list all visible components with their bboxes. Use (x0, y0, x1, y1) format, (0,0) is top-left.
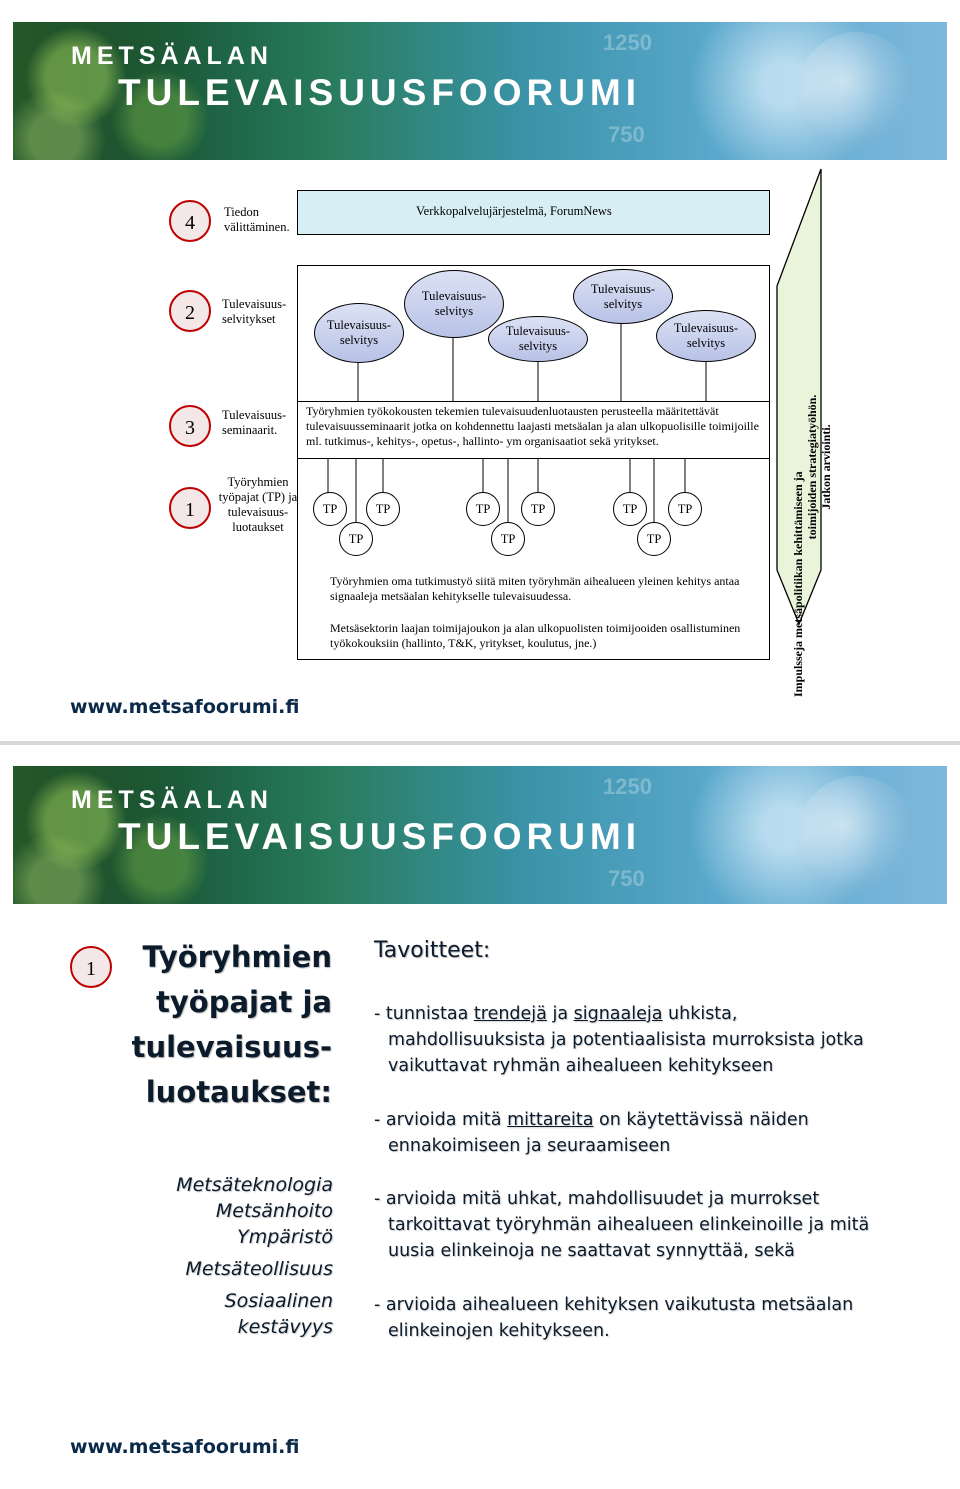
slide-title: Työryhmien työpajat ja tulevaisuus- luot… (90, 935, 332, 1115)
tp-circle: TP (668, 492, 702, 526)
step-number: 2 (169, 290, 211, 332)
ellipse-label: Tulevaisuus-selvitys (505, 324, 571, 353)
microscope-image (797, 776, 917, 896)
row-label: Tulevaisuus-seminaarit. (222, 408, 287, 437)
banner: 1250 750 METSÄALAN TULEVAISUUSFOORUMI (13, 766, 947, 904)
seminar-text: Työryhmien työkokousten tekemien tulevai… (306, 404, 759, 448)
theme-item: Metsäteollisuus (185, 1258, 333, 1280)
ellipse-label: Tulevaisuus-selvitys (673, 321, 739, 350)
leaves-image (13, 766, 223, 904)
goal-text: uhkista, (662, 1004, 738, 1024)
goal-text: on käytettävissä näiden (593, 1110, 809, 1130)
goal-dash: - (374, 1110, 386, 1130)
tp-circle: TP (637, 522, 671, 556)
tp-circle: TP (521, 492, 555, 526)
brand-line2: TULEVAISUUSFOORUMI (118, 72, 642, 113)
banner-number: 750 (608, 122, 645, 147)
banner-number: 1250 (603, 774, 652, 799)
goal-text: uusia elinkeinoja ne saattavat synnyttää… (388, 1241, 795, 1261)
arrow-text-line2: toimijoiden strategiatyöhön. (805, 394, 819, 540)
tp-circle: TP (313, 492, 347, 526)
diagram-box: Tulevaisuus-selvitys Tulevaisuus-selvity… (297, 265, 770, 660)
step-number: 1 (70, 946, 112, 988)
network-box-text: Verkkopalvelujärjestelmä, ForumNews (416, 204, 612, 218)
brand-line1: METSÄALAN (71, 786, 273, 814)
goal-dash: - (374, 1004, 386, 1024)
network-box: Verkkopalvelujärjestelmä, ForumNews (297, 190, 770, 235)
step-number: 1 (169, 487, 211, 529)
brand-line2: TULEVAISUUSFOORUMI (118, 816, 642, 857)
seminar-box: Työryhmien työkokousten tekemien tulevai… (298, 401, 770, 459)
goal-text: - arvioida mitä uhkat, mahdollisuudet ja… (374, 1189, 820, 1209)
theme-item: kestävyys (237, 1316, 333, 1338)
goal-2: - arvioida mitä mittareita on käytettävi… (374, 1107, 954, 1159)
goal-1: - tunnistaa trendejä ja signaaleja uhkis… (374, 1001, 954, 1079)
goal-text: tunnistaa (385, 1004, 474, 1024)
selvitys-ellipse: Tulevaisuus-selvitys (404, 270, 504, 338)
goal-text: mahdollisuuksista ja potentiaalisista mu… (388, 1030, 864, 1050)
selvitys-ellipse: Tulevaisuus-selvitys (314, 303, 404, 363)
banner-number: 1250 (603, 30, 652, 55)
arrow-text-line3: Jatkon arviointi. (819, 424, 833, 510)
step-number: 3 (169, 405, 211, 447)
goal-text: ennakoimiseen ja seuraamiseen (388, 1136, 671, 1156)
title-line: tulevaisuus- (131, 1030, 332, 1064)
tp-circle: TP (491, 522, 525, 556)
goal-text: - arvioida aihealueen kehityksen vaikutu… (374, 1295, 854, 1315)
goal-4: - arvioida aihealueen kehityksen vaikutu… (374, 1292, 954, 1344)
tp-circle: TP (613, 492, 647, 526)
tp-circle: TP (366, 492, 400, 526)
goal-keyword: mittareita (507, 1110, 594, 1130)
microscope-image (797, 32, 917, 152)
banner-number: 750 (608, 866, 645, 891)
tp-circle: TP (466, 492, 500, 526)
goal-3: - arvioida mitä uhkat, mahdollisuudet ja… (374, 1186, 954, 1264)
row-label: Tulevaisuus-selvitykset (222, 297, 287, 326)
selvitys-ellipse: Tulevaisuus-selvitys (573, 269, 673, 324)
goal-keyword: signaaleja (573, 1004, 663, 1024)
bottom-text-2: Metsäsektorin laajan toimijajoukon ja al… (330, 621, 741, 650)
title-line: Työryhmien (142, 940, 333, 974)
theme-item: Sosiaalinen (224, 1290, 333, 1312)
goal-text: elinkeinojen kehitykseen. (388, 1321, 610, 1341)
goal-text: arvioida mitä (385, 1110, 508, 1130)
footer-url[interactable]: www.metsafoorumi.fi (70, 1436, 300, 1458)
arrow-text: Impulsseja metsäpolitiikan kehittämiseen… (791, 237, 833, 697)
leaves-image (13, 22, 223, 160)
goal-keyword: trendejä (473, 1004, 547, 1024)
connector-lines (327, 322, 707, 524)
footer-url[interactable]: www.metsafoorumi.fi (70, 696, 300, 718)
theme-list: Metsäteknologia Metsänhoito Ympäristö Me… (100, 1172, 333, 1340)
theme-item: Ympäristö (237, 1226, 333, 1248)
row-label: Tiedon välittäminen. (224, 205, 290, 234)
slide-divider (0, 741, 960, 745)
ellipse-label: Tulevaisuus-selvitys (326, 318, 392, 347)
title-line: luotaukset: (145, 1075, 332, 1109)
bottom-text-1: Työryhmien oma tutkimustyö siitä miten t… (330, 574, 740, 603)
ellipse-label: Tulevaisuus-selvitys (421, 289, 487, 318)
goal-text: tarkoittavat työryhmän aihealueen elinke… (388, 1215, 870, 1235)
row-label: Työryhmien työpajat (TP) ja tulevaisuus-… (218, 475, 298, 534)
slide-2: 1250 750 METSÄALAN TULEVAISUUSFOORUMI 1 … (0, 748, 960, 1489)
banner: 1250 750 METSÄALAN TULEVAISUUSFOORUMI (13, 22, 947, 160)
theme-item: Metsäteknologia (176, 1174, 333, 1196)
selvitys-ellipse: Tulevaisuus-selvitys (488, 316, 588, 362)
impulse-arrow (776, 168, 822, 626)
tp-circle: TP (339, 522, 373, 556)
slide-1: 1250 750 METSÄALAN TULEVAISUUSFOORUMI 4 … (0, 0, 960, 740)
selvitys-ellipse: Tulevaisuus-selvitys (656, 310, 756, 362)
goals-heading: Tavoitteet: (374, 938, 491, 963)
step-number: 4 (169, 200, 211, 242)
goal-text: vaikuttavat ryhmän aihealueen kehityksee… (388, 1056, 774, 1076)
title-line: työpajat ja (156, 985, 332, 1019)
theme-item: Metsänhoito (215, 1200, 333, 1222)
brand-line1: METSÄALAN (71, 42, 273, 70)
ellipse-label: Tulevaisuus-selvitys (590, 281, 656, 311)
goal-text: ja (546, 1004, 574, 1024)
arrow-text-line1: Impulsseja metsäpolitiikan kehittämiseen… (791, 471, 805, 697)
